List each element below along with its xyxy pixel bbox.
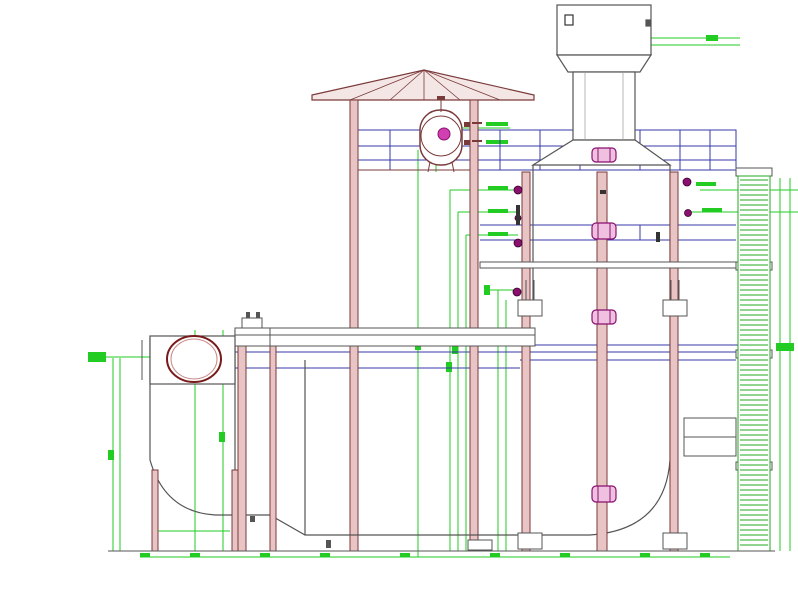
stack-hood bbox=[555, 4, 653, 73]
support-leg bbox=[349, 99, 479, 552]
horizontal-tank bbox=[419, 96, 482, 173]
valve bbox=[241, 312, 263, 329]
shed-roof-trusses bbox=[349, 69, 501, 101]
inlet-duct-flange bbox=[141, 335, 236, 385]
access-ladder bbox=[737, 175, 771, 552]
leg-brackets bbox=[525, 280, 680, 300]
manhole-bolts bbox=[597, 148, 611, 502]
leg-feet bbox=[467, 299, 688, 551]
platform-rail bbox=[235, 328, 535, 346]
drain-nozzle bbox=[250, 516, 331, 548]
valve bbox=[464, 122, 482, 145]
valve-stems bbox=[516, 190, 660, 242]
shed-roof bbox=[311, 69, 535, 101]
side-panel bbox=[683, 417, 737, 457]
